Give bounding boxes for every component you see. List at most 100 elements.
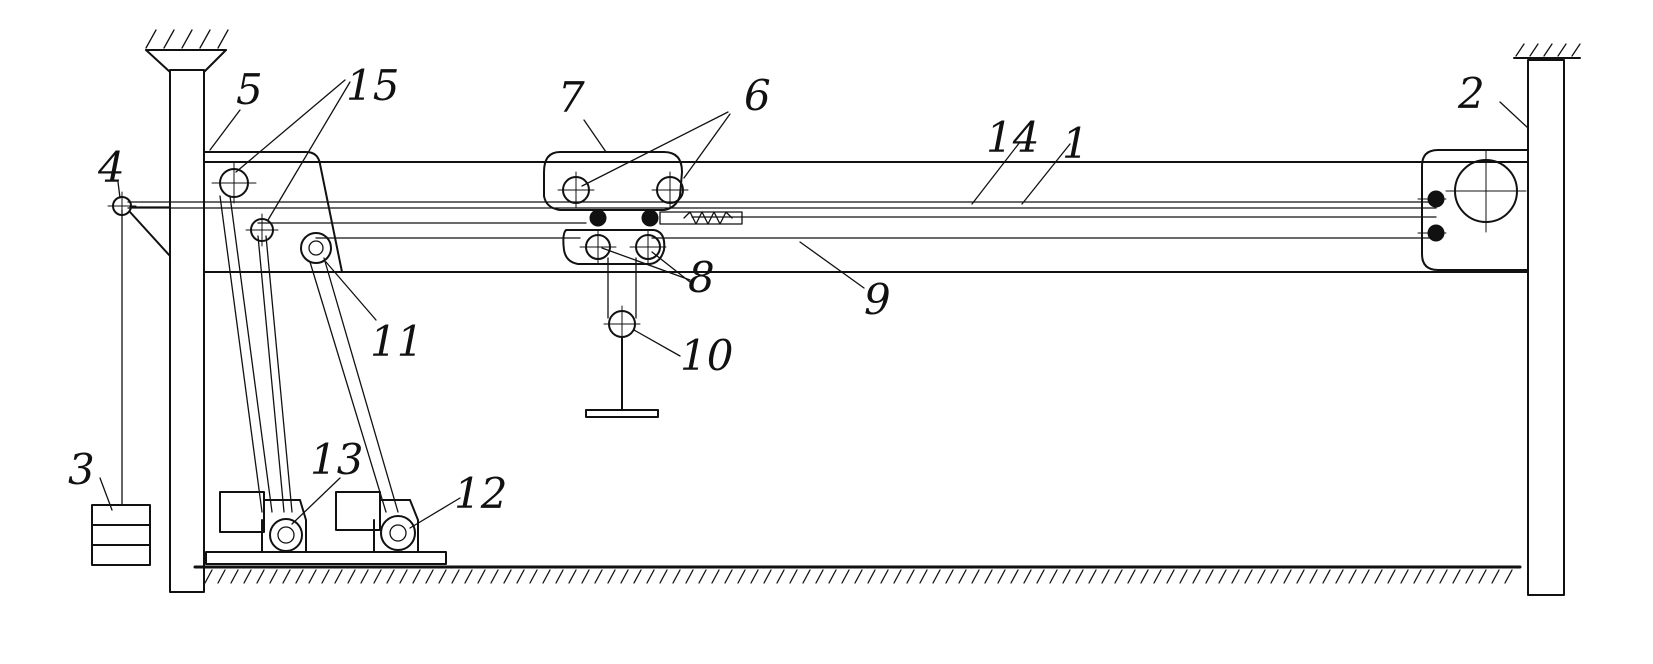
ground-hatch-stroke — [1062, 569, 1071, 584]
ground-hatch-stroke — [1218, 569, 1227, 584]
label-12: 12 — [454, 469, 507, 518]
ground-hatch-stroke — [945, 569, 954, 584]
ground-hatch-stroke — [1426, 569, 1435, 584]
ground-hatch-stroke — [555, 569, 564, 584]
ground-hatch-stroke — [919, 569, 928, 584]
ground-hatch-stroke — [1348, 569, 1357, 584]
ground-hatch-stroke — [1335, 569, 1344, 584]
ground-hatch-stroke — [776, 569, 785, 584]
leader-lines — [99, 79, 1529, 529]
ground-hatch-stroke — [581, 569, 590, 584]
ground-hatch-stroke — [1088, 569, 1097, 584]
ground-hatch-stroke — [412, 569, 421, 584]
ground-hatch-stroke — [607, 569, 616, 584]
ground-hatch-stroke — [1010, 569, 1019, 584]
ground-hatch-stroke — [1023, 569, 1032, 584]
ground-hatch-stroke — [893, 569, 902, 584]
right-support-hatching — [1515, 43, 1581, 57]
ground-hatch-stroke — [269, 569, 278, 584]
ground-hatching — [204, 569, 1513, 584]
label-10: 10 — [680, 331, 733, 380]
hook-block — [585, 257, 659, 418]
ground-hatch-stroke — [243, 569, 252, 584]
ground-hatch-stroke — [1127, 569, 1136, 584]
ground-hatch-stroke — [594, 569, 603, 584]
ground-hatch-stroke — [698, 569, 707, 584]
winch-13 — [219, 491, 307, 553]
ground-hatch-stroke — [1413, 569, 1422, 584]
ground-hatch-stroke — [347, 569, 356, 584]
ground-hatch-stroke — [841, 569, 850, 584]
ground-hatch-stroke — [1322, 569, 1331, 584]
ground-hatch-stroke — [1153, 569, 1162, 584]
right-column — [1513, 43, 1581, 596]
ground-hatch-stroke — [516, 569, 525, 584]
ground-hatch-stroke — [490, 569, 499, 584]
ground-hatch-stroke — [1036, 569, 1045, 584]
pulley-11 — [300, 232, 332, 264]
label-5: 5 — [236, 65, 263, 114]
ground-hatch-stroke — [386, 569, 395, 584]
winch-12 — [335, 491, 419, 553]
label-15: 15 — [346, 61, 399, 110]
ground-hatch-stroke — [685, 569, 694, 584]
left-support-hatching — [145, 29, 229, 49]
ground-hatch-stroke — [854, 569, 863, 584]
ground-hatch-stroke — [1192, 569, 1201, 584]
ground-hatch-stroke — [1400, 569, 1409, 584]
ground-hatch-stroke — [750, 569, 759, 584]
ground-hatch-stroke — [646, 569, 655, 584]
ropes — [121, 195, 1437, 513]
ground-hatch-stroke — [1140, 569, 1149, 584]
ground-hatch-stroke — [1049, 569, 1058, 584]
label-11: 11 — [370, 317, 423, 366]
ground-hatch-stroke — [711, 569, 720, 584]
ground-hatch-stroke — [1205, 569, 1214, 584]
ground-hatch-stroke — [1387, 569, 1396, 584]
ground-hatch-stroke — [971, 569, 980, 584]
label-14: 14 — [986, 113, 1039, 162]
ground-hatch-stroke — [1491, 569, 1500, 584]
ground-hatch-stroke — [1452, 569, 1461, 584]
ground-hatch-stroke — [867, 569, 876, 584]
pulley-15 — [245, 213, 279, 247]
ground-hatch-stroke — [1374, 569, 1383, 584]
ground-hatch-stroke — [997, 569, 1006, 584]
ground-hatch-stroke — [1361, 569, 1370, 584]
ground-hatch-stroke — [815, 569, 824, 584]
ground-hatch-stroke — [1114, 569, 1123, 584]
pulley-4 — [107, 191, 137, 221]
trolley — [543, 151, 743, 265]
label-8: 8 — [688, 253, 715, 302]
ground-hatch-stroke — [568, 569, 577, 584]
right-bracket — [1417, 149, 1529, 271]
ground-hatch-stroke — [672, 569, 681, 584]
ground-hatch-stroke — [295, 569, 304, 584]
ground-hatch-stroke — [1296, 569, 1305, 584]
label-4: 4 — [97, 143, 125, 192]
ground-hatch-stroke — [659, 569, 668, 584]
label-9: 9 — [864, 275, 891, 324]
main-beam — [203, 161, 1529, 273]
ground-hatch-stroke — [425, 569, 434, 584]
ground-hatch-stroke — [906, 569, 915, 584]
ground-hatch-stroke — [763, 569, 772, 584]
ground-hatch-stroke — [399, 569, 408, 584]
ground-hatch-stroke — [620, 569, 629, 584]
ground-hatch-stroke — [542, 569, 551, 584]
ground-hatch-stroke — [1075, 569, 1084, 584]
ground-hatch-stroke — [360, 569, 369, 584]
label-1: 1 — [1062, 119, 1089, 168]
ground-hatch-stroke — [282, 569, 291, 584]
ground-hatch-stroke — [984, 569, 993, 584]
ground-hatch-stroke — [880, 569, 889, 584]
ground-hatch-stroke — [529, 569, 538, 584]
label-7: 7 — [558, 73, 585, 122]
label-2: 2 — [1457, 69, 1485, 118]
ground-hatch-stroke — [1179, 569, 1188, 584]
ground-hatch-stroke — [633, 569, 642, 584]
ground-hatch-stroke — [373, 569, 382, 584]
ground-hatch-stroke — [1465, 569, 1474, 584]
ground — [193, 565, 1522, 584]
